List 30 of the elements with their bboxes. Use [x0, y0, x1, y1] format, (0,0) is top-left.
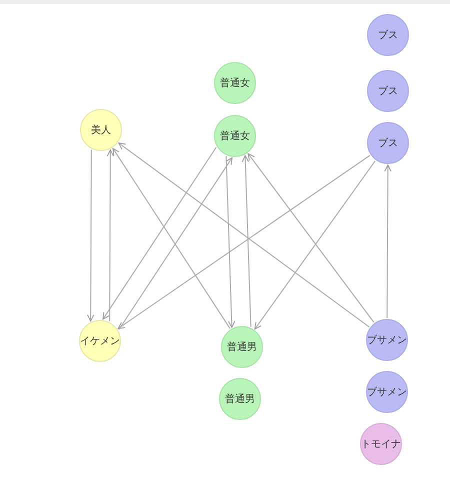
circle-node [214, 62, 256, 104]
node-label: 普通女 [220, 130, 250, 142]
arrow [384, 164, 392, 318]
circle-node [214, 115, 256, 157]
node-label: 美人 [91, 124, 111, 136]
node-label: 普通男 [225, 394, 255, 404]
arrow [87, 149, 94, 322]
node-label: ブサメン [367, 386, 407, 398]
circle-node [221, 326, 263, 368]
circle-node [367, 70, 409, 112]
circle-node [366, 371, 408, 413]
node-label: ブス [378, 86, 398, 96]
circle-node [367, 14, 409, 56]
node-label: ブス [378, 30, 398, 40]
node-label: 普通女 [220, 78, 250, 88]
circle-node [366, 319, 408, 361]
circle-node [219, 378, 261, 420]
node-label: トモイナ [361, 438, 401, 450]
node-label: 普通男 [227, 342, 257, 352]
arrow [102, 146, 217, 320]
circle-node [360, 423, 402, 465]
node-label: ブス [378, 138, 398, 148]
arrow [106, 149, 114, 322]
circle-node [367, 122, 409, 164]
arrow [242, 155, 252, 328]
node-label: イケメン [80, 336, 120, 346]
circle-node [80, 109, 122, 151]
circle-node [79, 320, 121, 362]
node-label: ブサメン [367, 334, 407, 346]
arrow [226, 156, 236, 328]
